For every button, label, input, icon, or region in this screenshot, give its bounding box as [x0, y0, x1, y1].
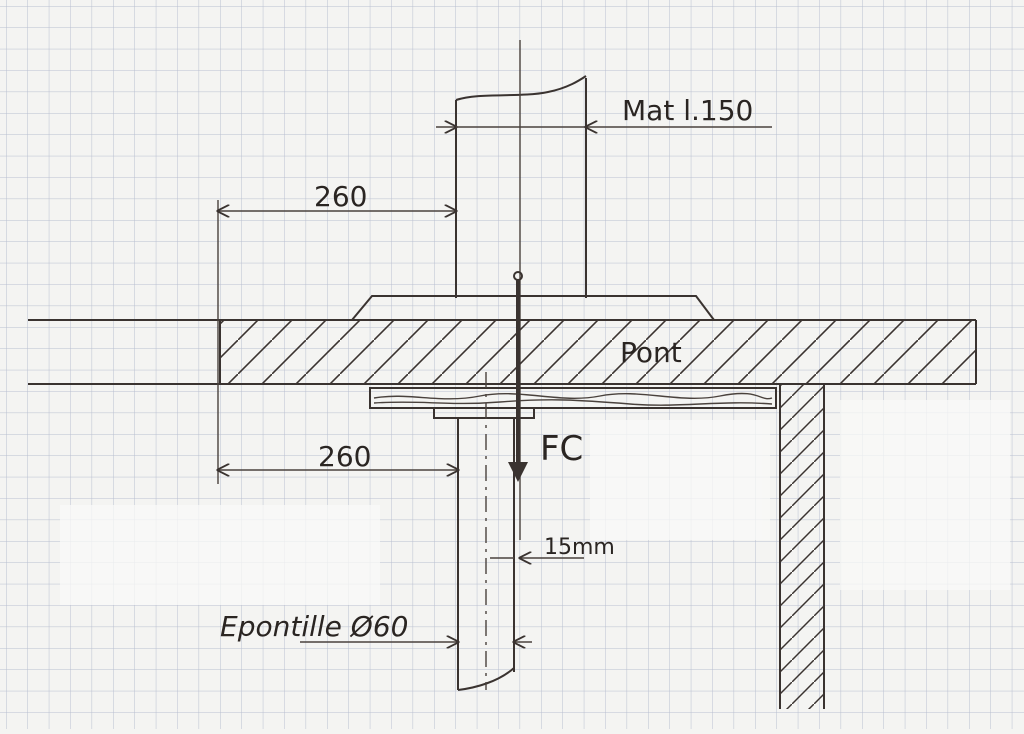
label-mast: Mat l.150: [622, 94, 753, 127]
label-offset: 15mm: [544, 535, 615, 560]
doubler-plate: [369, 387, 777, 409]
bulkhead: [779, 384, 825, 709]
label-dim-top: 260: [314, 180, 367, 213]
pillar-plate: [433, 407, 535, 419]
dim-top-260: [218, 200, 456, 484]
label-dim-bottom: 260: [318, 440, 371, 473]
label-force: FC: [540, 429, 583, 469]
erased-patches: [60, 400, 1010, 605]
mast-step: [351, 295, 715, 321]
force-arrow: [508, 271, 528, 482]
label-deck: Pont: [620, 336, 682, 369]
label-pillar: Epontille Ø60: [220, 610, 408, 643]
